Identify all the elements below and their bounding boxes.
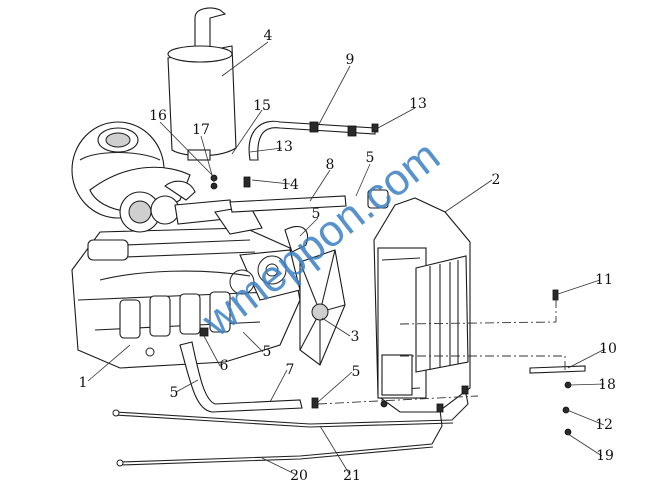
muffler [167, 7, 237, 161]
mounting-hardware [529, 289, 586, 436]
callout-19: 19 [596, 448, 614, 464]
radiator [367, 189, 471, 413]
callout-9: 9 [346, 52, 355, 68]
callout-5c: 5 [263, 344, 272, 360]
callout-4: 4 [264, 28, 273, 44]
callout-14: 14 [281, 177, 299, 193]
fan [299, 249, 346, 366]
callout-5e: 5 [170, 385, 179, 401]
callout-20: 20 [290, 468, 308, 484]
callout-1: 1 [79, 375, 88, 391]
callout-2: 2 [492, 172, 501, 188]
engine-assembly [71, 121, 308, 369]
callout-15: 15 [253, 98, 271, 114]
callout-13b: 13 [275, 139, 293, 155]
callout-17: 17 [192, 122, 210, 138]
callout-6: 6 [220, 358, 229, 374]
callout-5b: 5 [312, 206, 321, 222]
callout-13a: 13 [409, 96, 427, 112]
callout-labels: 1 2 3 4 5 5 5 5 5 6 7 8 9 10 11 12 13 13… [79, 28, 617, 484]
callout-5a: 5 [366, 150, 375, 166]
callout-12: 12 [595, 417, 613, 433]
pipe-8 [229, 195, 347, 213]
callout-21: 21 [343, 468, 361, 484]
callout-16: 16 [149, 108, 167, 124]
leader-lines [87, 41, 606, 476]
callout-8: 8 [326, 157, 335, 173]
callout-18: 18 [598, 377, 616, 393]
callout-3: 3 [351, 329, 360, 345]
upper-hose [248, 120, 379, 161]
callout-5d: 5 [352, 364, 361, 380]
callout-10: 10 [599, 341, 617, 357]
mounting-centerlines [317, 296, 566, 405]
long-pipes [112, 385, 469, 467]
callout-11: 11 [595, 272, 613, 288]
callout-7: 7 [286, 362, 295, 378]
